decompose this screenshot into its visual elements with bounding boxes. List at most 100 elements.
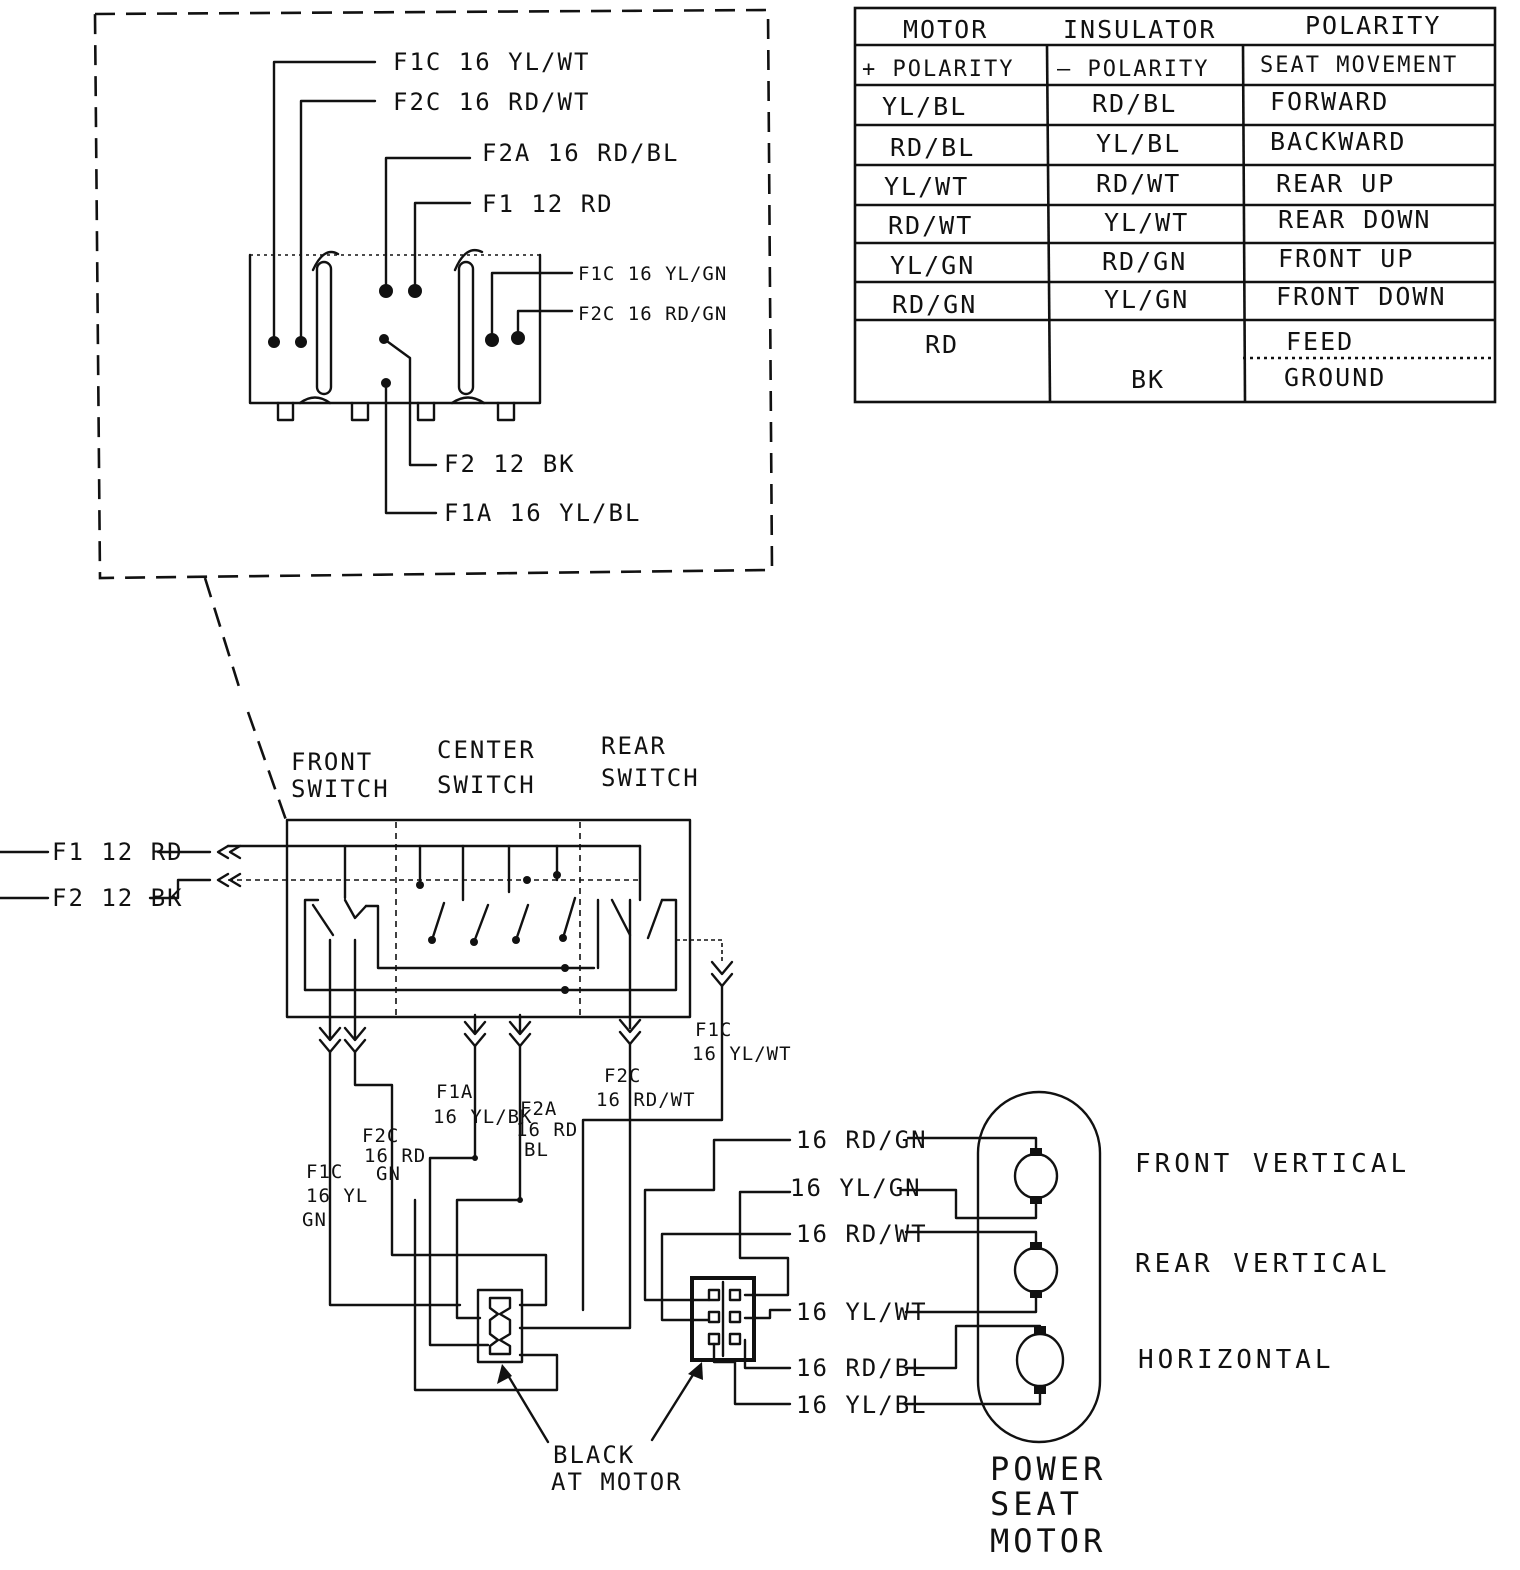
label-f2c-gn: F2C <box>362 1125 399 1147</box>
connector-pin <box>728 1288 742 1302</box>
table-cell: YL/BL <box>1096 129 1181 158</box>
motor-horizontal <box>1015 1326 1065 1394</box>
label-f1-rd: F1 12 RD <box>482 190 614 218</box>
switch-blade <box>430 901 446 942</box>
wire-f2c-16-rd-gn <box>353 1050 548 1307</box>
contact-dot <box>553 871 561 879</box>
label-16-rd-wt: 16 RD/WT <box>596 1089 696 1111</box>
motor-terminal <box>1034 1386 1046 1394</box>
label-f1c-gn: F1C <box>306 1161 343 1183</box>
label-f1a-yl-bl: F1A 16 YL/BL <box>444 499 641 527</box>
motor-rear-vertical-body <box>1013 1246 1059 1294</box>
wire-to-horizontal <box>904 1388 1042 1406</box>
label-rear: REAR <box>601 732 667 760</box>
front-return <box>364 904 596 970</box>
label-center-switch: SWITCH <box>437 771 536 799</box>
switch-blade <box>311 903 335 937</box>
table-title-motor: MOTOR <box>903 15 988 44</box>
header-minus-polarity: – POLARITY <box>1057 57 1209 82</box>
motor-horizontal-body <box>1015 1332 1065 1388</box>
table-cell: REAR UP <box>1276 169 1395 198</box>
wire-to-front-vertical <box>900 1188 1038 1220</box>
connector-housing <box>476 1288 524 1364</box>
switch-housing <box>285 818 692 1019</box>
table-cell: FRONT DOWN <box>1276 282 1447 311</box>
wire-to-rear-vertical <box>904 1293 1038 1314</box>
motor-terminal <box>1030 1290 1042 1298</box>
inset-latch <box>457 260 475 396</box>
label-at-motor: AT MOTOR <box>551 1468 683 1496</box>
label-f1c-yl-gn: F1C 16 YL/GN <box>578 263 727 285</box>
table-col-line <box>1045 44 1052 403</box>
motor-wire-labels: 16 RD/GN 16 YL/GN 16 RD/WT 16 YL/WT 16 R… <box>790 1126 928 1419</box>
switch-blade <box>646 898 664 940</box>
leader-f1a <box>384 381 438 515</box>
label-16-rd-gn: 16 RD/GN <box>796 1126 928 1154</box>
wire-to-rear-vertical <box>904 1230 1038 1247</box>
leader-f2c-top <box>299 99 377 344</box>
label-bl: BL <box>524 1139 549 1161</box>
inset-dashed-border <box>93 8 774 580</box>
label-input-f2: F2 12 BK <box>52 884 184 912</box>
label-16-yl-bl: 16 YL/BL <box>796 1391 928 1419</box>
leader-f2 <box>382 337 438 467</box>
front-switch-frame <box>303 898 320 992</box>
connector-pin <box>728 1310 742 1324</box>
table-cell: GROUND <box>1284 363 1386 392</box>
connector-black-at-motor-left <box>476 1288 524 1364</box>
label-16-yl: 16 YL <box>306 1185 368 1207</box>
label-motor: MOTOR <box>990 1522 1106 1560</box>
inset-latch-hook <box>311 250 340 272</box>
wire-f1-connector <box>156 844 242 860</box>
label-16-rd-2: 16 RD <box>364 1145 426 1167</box>
table-cell: RD/BL <box>1092 89 1177 118</box>
black-at-motor-callout: BLACK AT MOTOR <box>497 1362 703 1496</box>
wire-loop <box>413 1198 559 1392</box>
label-rear-switch: SWITCH <box>601 764 700 792</box>
label-rear-vertical: REAR VERTICAL <box>1135 1249 1391 1279</box>
table-cell: YL/WT <box>1104 208 1189 237</box>
harness-labels: F1C 16 YL/WT F2C 16 RD/WT F1A 16 YL/BK F… <box>302 1019 791 1231</box>
label-input-f1: F1 12 RD <box>52 838 184 866</box>
inset-tab <box>350 401 370 422</box>
contact-dot <box>416 881 424 889</box>
inset-tab <box>416 401 436 422</box>
label-f1c: F1C <box>695 1019 732 1041</box>
junction-dot <box>561 964 569 972</box>
connector-cavities <box>488 1296 512 1356</box>
label-front-switch: SWITCH <box>291 775 390 803</box>
connector-f2c-gn <box>343 988 367 1054</box>
leader-f1c-right <box>490 271 574 342</box>
table-title-polarity: POLARITY <box>1305 11 1441 40</box>
wire-16-rd-wt <box>660 1232 792 1322</box>
switch-blade <box>561 896 577 940</box>
contact-dot <box>470 938 478 946</box>
arrow-to-right-connector <box>650 1368 698 1442</box>
wire-f1c-wt-internal <box>676 939 723 962</box>
output-connectors <box>318 898 734 1054</box>
motor-terminal <box>1030 1242 1042 1250</box>
label-16-rd: 16 RD <box>516 1119 578 1141</box>
callout-dashed-line <box>203 577 242 691</box>
label-f2a-rd-bl: F2A 16 RD/BL <box>482 139 679 167</box>
contact-dot <box>428 936 436 944</box>
label-f2a: F2A <box>520 1098 557 1120</box>
wire-16-rd-gn <box>643 1138 792 1302</box>
label-gn: GN <box>376 1163 401 1185</box>
switch-blade <box>514 903 530 942</box>
table-col-line <box>1241 44 1247 403</box>
junction-dot <box>561 986 569 994</box>
label-gn-2: GN <box>302 1209 327 1231</box>
table-cell: RD/GN <box>1102 247 1187 276</box>
motor-rear-vertical <box>1013 1242 1059 1298</box>
wire-16-rd-bl <box>743 1338 792 1370</box>
connector-pin <box>707 1288 721 1302</box>
table-cell: BACKWARD <box>1270 127 1406 156</box>
label-seat: SEAT <box>990 1485 1083 1523</box>
switch-blade <box>343 898 368 920</box>
table-cell: FORWARD <box>1270 87 1389 116</box>
switch-assembly <box>226 818 692 1019</box>
label-f1a: F1A <box>436 1081 473 1103</box>
wire-f1c-16-yl-gn <box>328 1050 462 1307</box>
